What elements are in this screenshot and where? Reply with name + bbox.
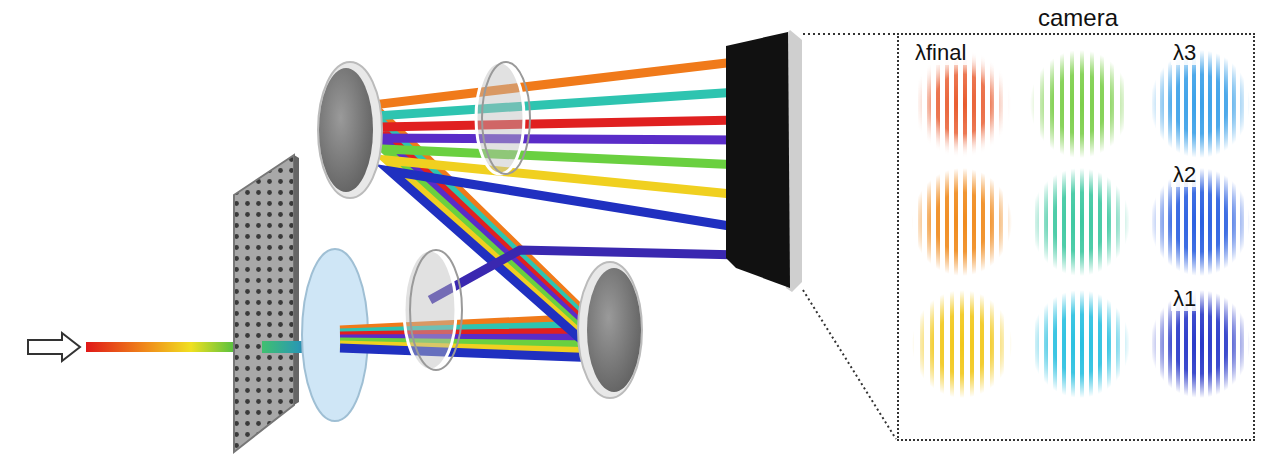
mirror — [319, 68, 373, 192]
fringe-pattern — [1150, 290, 1250, 398]
beam-paths — [340, 62, 742, 358]
camera-sensor — [726, 32, 790, 288]
input-beam — [86, 342, 236, 352]
fringe-pattern — [1150, 168, 1250, 276]
camera-heading: camera — [1038, 5, 1118, 31]
lens — [476, 62, 524, 174]
fringe-pattern — [912, 290, 1012, 398]
mirror-rim — [578, 262, 642, 398]
grating-edge — [294, 155, 299, 405]
lens-rim — [410, 250, 462, 370]
wavelength-label: λ1 — [1171, 287, 1198, 311]
beam — [340, 171, 742, 358]
grating-plate — [234, 155, 294, 452]
wavelength-label: λ2 — [1171, 163, 1198, 187]
fringe-pattern — [1030, 168, 1130, 276]
leader-line — [803, 33, 896, 35]
lens-rim — [482, 62, 530, 174]
input-arrow — [28, 333, 80, 361]
leader-line — [803, 290, 896, 439]
beam — [340, 160, 742, 352]
mirror — [587, 268, 641, 392]
inset-box: cameraλfinalλ3λ2λ1 — [897, 33, 1255, 441]
wavelength-label: λfinal — [913, 41, 968, 65]
fringe-pattern — [1150, 50, 1250, 158]
wavelength-label: λ3 — [1171, 41, 1198, 65]
mirror-rim — [318, 62, 382, 198]
fringe-pattern — [912, 50, 1012, 158]
fringe-pattern — [912, 168, 1012, 276]
lens — [404, 250, 456, 370]
fringe-pattern — [1030, 290, 1130, 398]
fringe-pattern — [1030, 50, 1130, 158]
